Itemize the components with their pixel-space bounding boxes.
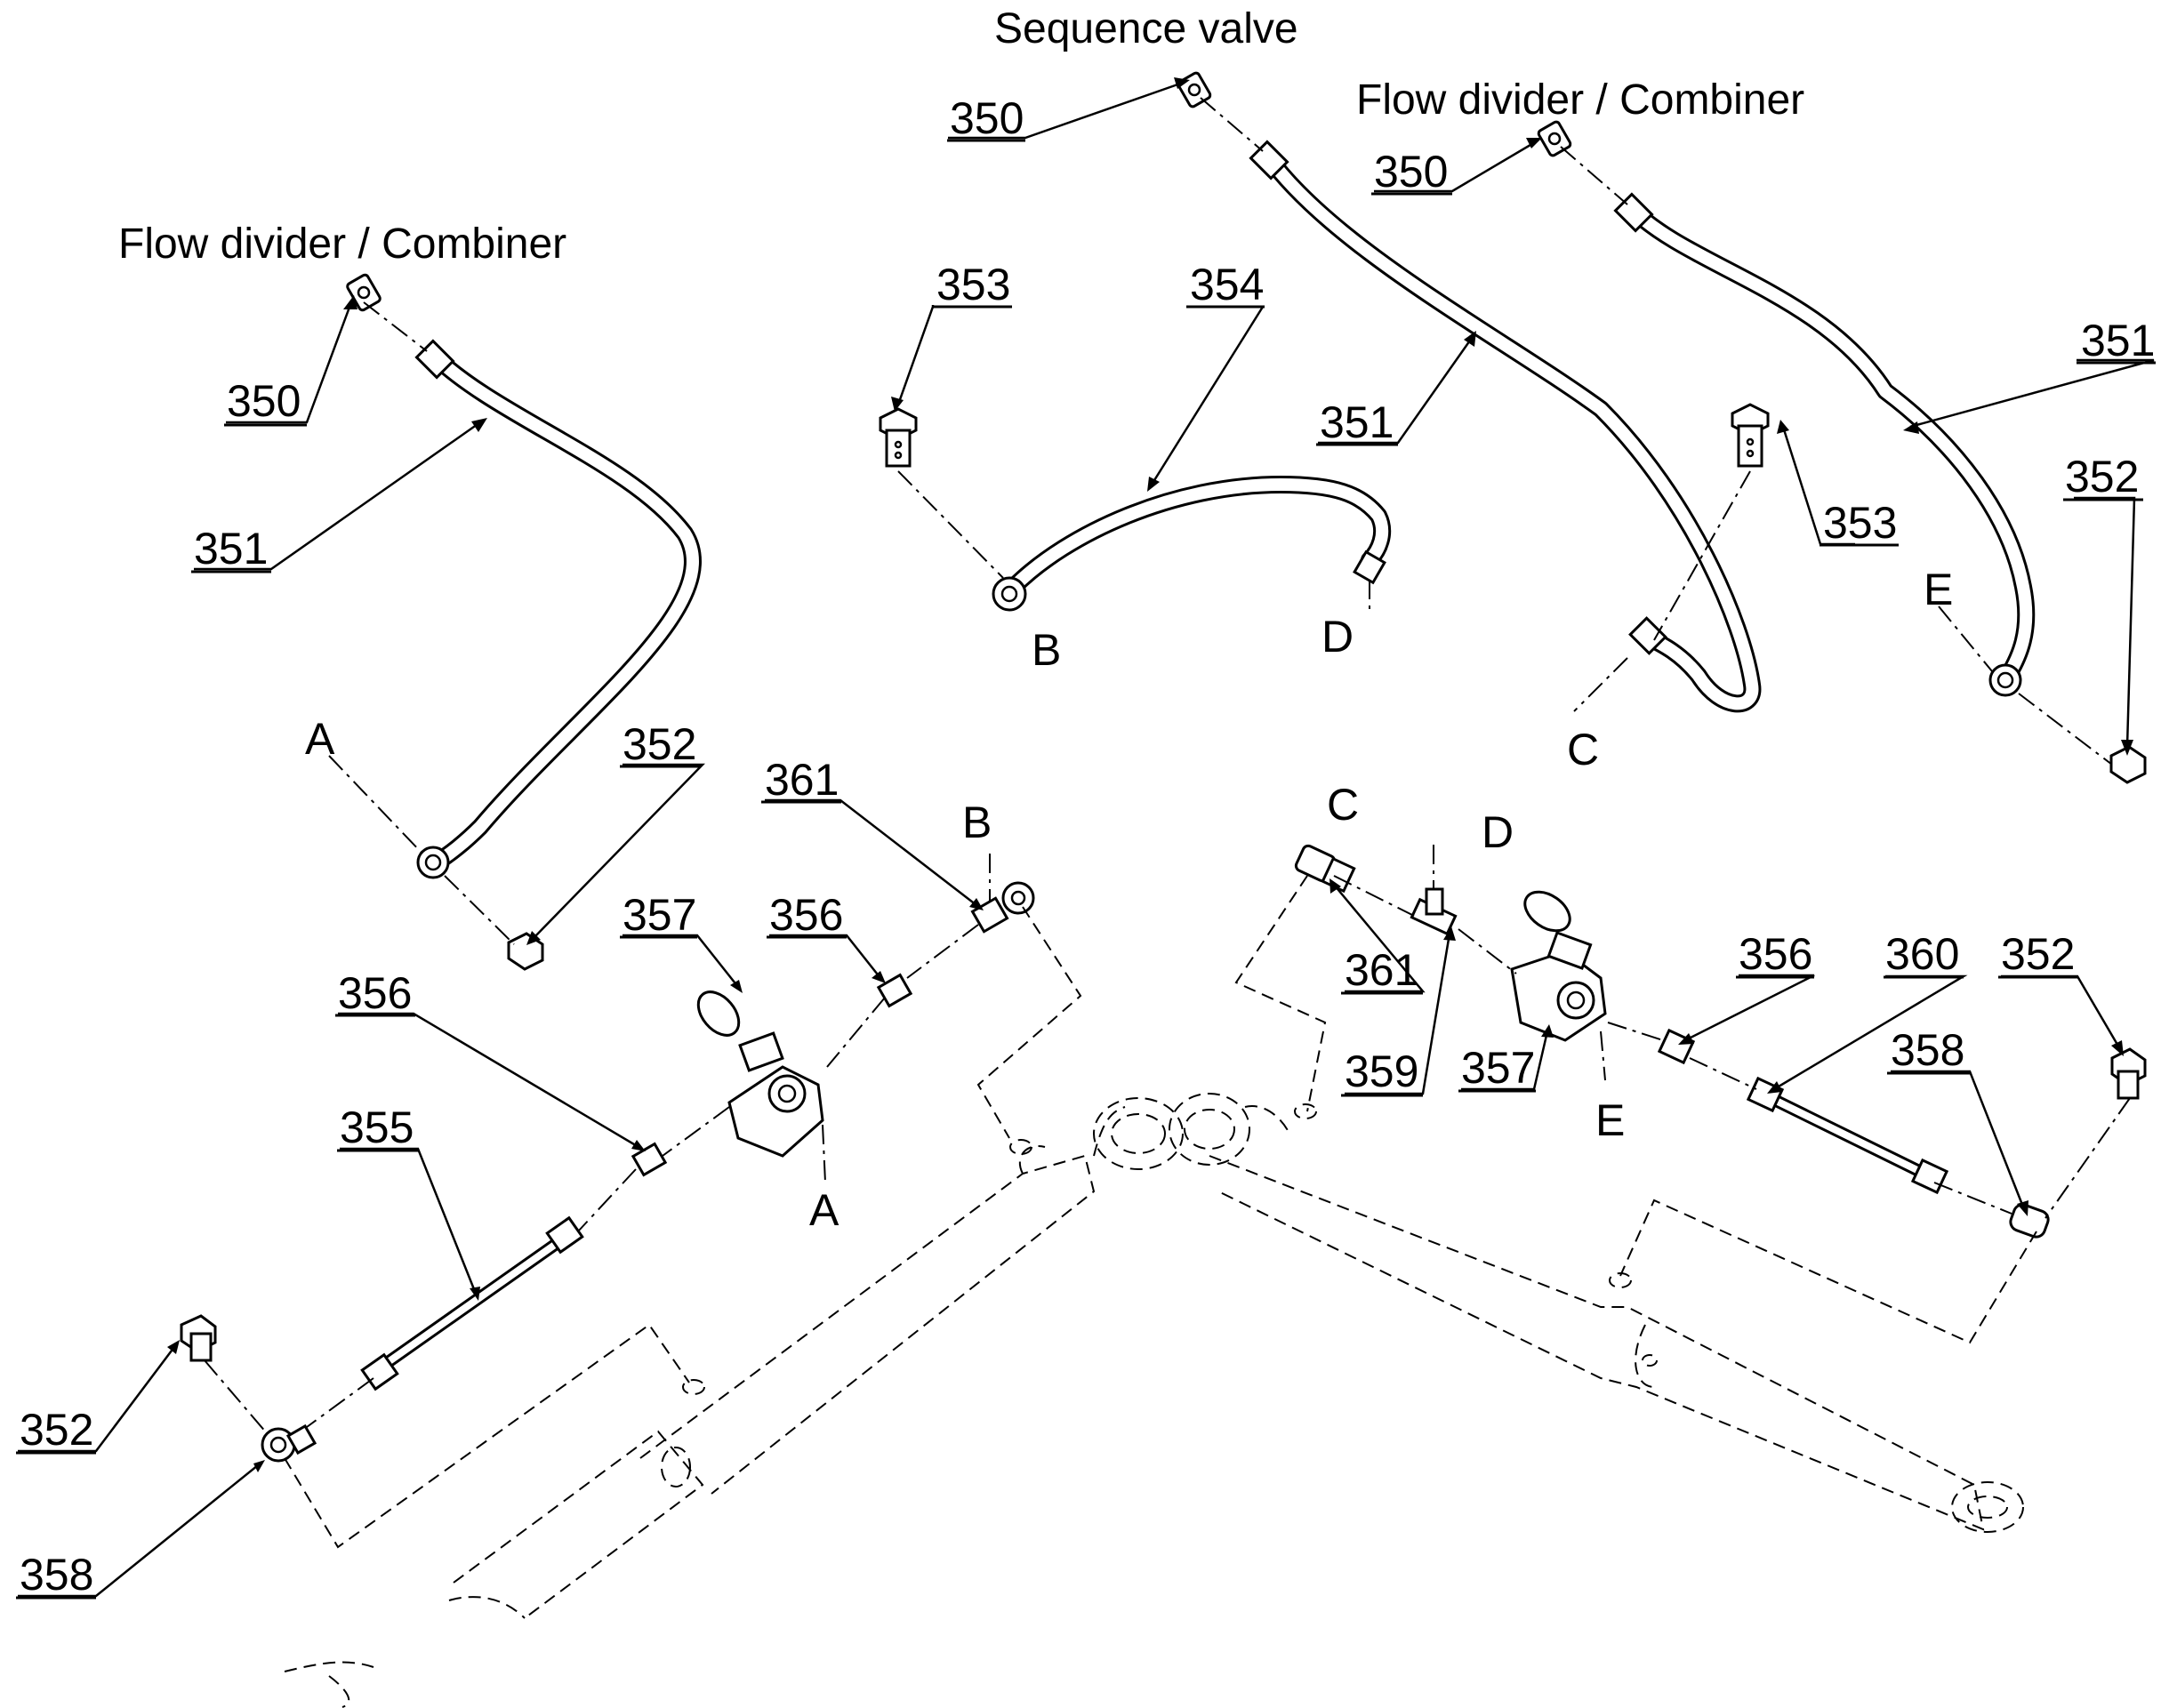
part-label-352: 352 bbox=[623, 719, 696, 769]
part-number-labels: 350 351 350 350 353 354 351 351 353 352 … bbox=[16, 93, 2156, 1600]
banjo-358-right bbox=[2009, 1203, 2050, 1239]
cylinder-left bbox=[284, 1097, 1184, 1708]
part-label-353: 353 bbox=[936, 260, 1010, 309]
part-label-356: 356 bbox=[769, 890, 843, 940]
bolt-352-left-mid bbox=[507, 932, 544, 971]
bolt-353-left bbox=[879, 407, 918, 468]
cylinder-right bbox=[1169, 1093, 2024, 1533]
part-label-357: 357 bbox=[1461, 1043, 1535, 1093]
hose-351-left bbox=[414, 339, 702, 879]
letter-a: A bbox=[305, 714, 335, 764]
part-label-356: 356 bbox=[338, 968, 412, 1018]
bolt-352-bottom-left bbox=[180, 1314, 217, 1362]
banjo-358-left bbox=[261, 1423, 317, 1463]
connection-letter-labels: A A B B C C D D E E bbox=[305, 565, 1953, 1235]
fitting-356-left-upper bbox=[876, 973, 913, 1008]
annotation-texts: Sequence valve Flow divider / Combiner F… bbox=[118, 5, 1804, 268]
letter-e: E bbox=[1595, 1095, 1625, 1145]
letter-d: D bbox=[1482, 807, 1514, 857]
part-label-361: 361 bbox=[765, 755, 839, 805]
tube-355 bbox=[360, 1215, 584, 1391]
tee-359 bbox=[1410, 887, 1458, 936]
part-label-351: 351 bbox=[1320, 397, 1394, 447]
part-label-358: 358 bbox=[1891, 1025, 1964, 1075]
hose-351-middle bbox=[1249, 140, 1762, 713]
bolt-353-right bbox=[1731, 403, 1770, 468]
flow-divider-label-left: Flow divider / Combiner bbox=[118, 221, 566, 268]
sequence-valve-label: Sequence valve bbox=[994, 5, 1298, 52]
letter-a: A bbox=[809, 1185, 839, 1235]
part-label-350: 350 bbox=[950, 93, 1024, 143]
hose-354 bbox=[992, 476, 1392, 612]
part-label-352: 352 bbox=[20, 1405, 93, 1455]
letter-e: E bbox=[1924, 565, 1953, 614]
valve-357-left bbox=[696, 990, 824, 1158]
part-label-354: 354 bbox=[1190, 260, 1264, 309]
part-label-353: 353 bbox=[1823, 498, 1897, 548]
valve-357-right bbox=[1510, 890, 1607, 1042]
part-label-361: 361 bbox=[1345, 945, 1418, 995]
letter-d: D bbox=[1321, 612, 1354, 662]
leader-lines bbox=[18, 77, 2155, 1598]
part-label-359: 359 bbox=[1345, 1046, 1418, 1096]
connection-lines bbox=[204, 97, 2131, 1549]
part-label-352: 352 bbox=[2065, 452, 2139, 501]
part-label-357: 357 bbox=[623, 890, 696, 940]
letter-c: C bbox=[1327, 780, 1359, 830]
part-label-350: 350 bbox=[1374, 147, 1448, 196]
part-label-360: 360 bbox=[1885, 929, 1959, 979]
part-label-351: 351 bbox=[194, 524, 268, 573]
fitting-361-right bbox=[1294, 844, 1356, 894]
part-label-355: 355 bbox=[340, 1103, 414, 1152]
hose-351-right bbox=[1613, 192, 2036, 697]
part-label-358: 358 bbox=[20, 1550, 93, 1600]
part-label-356: 356 bbox=[1739, 929, 1812, 979]
tube-360 bbox=[1746, 1076, 1949, 1195]
letter-b: B bbox=[1032, 625, 1061, 675]
part-label-352: 352 bbox=[2001, 929, 2075, 979]
letter-b: B bbox=[962, 798, 992, 847]
part-label-350: 350 bbox=[227, 376, 301, 426]
flow-divider-label-right: Flow divider / Combiner bbox=[1356, 76, 1804, 124]
bolt-352-bottom-right bbox=[2110, 1047, 2147, 1100]
part-label-351: 351 bbox=[2081, 316, 2155, 365]
letter-c: C bbox=[1567, 725, 1599, 774]
